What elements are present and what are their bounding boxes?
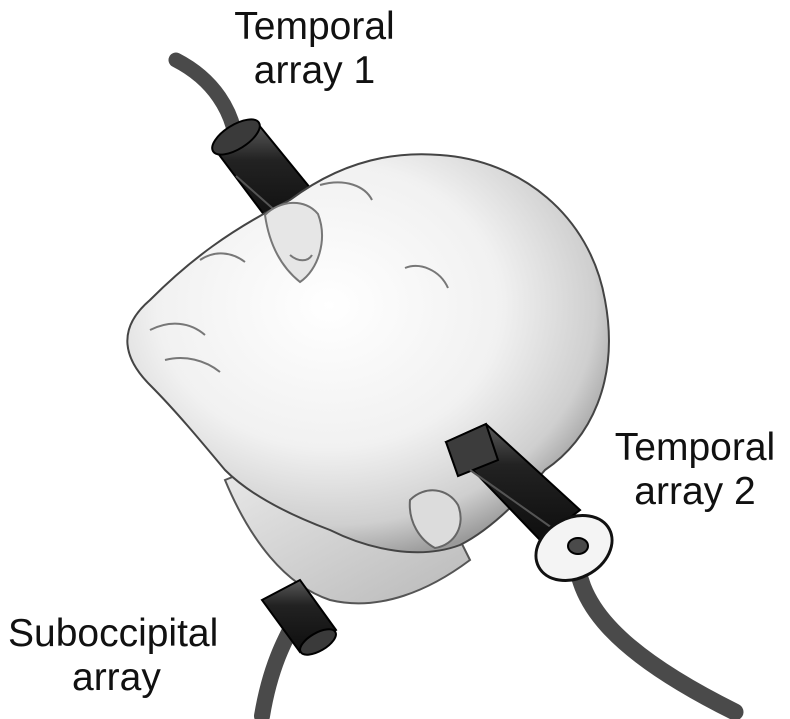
suboccipital-array-label-line2: array: [8, 656, 258, 700]
temporal-array-1-label-line2: array 1: [222, 49, 407, 93]
temporal-array-2-cable: [576, 548, 735, 712]
suboccipital-array-label: Suboccipital array: [8, 612, 258, 700]
temporal-array-1-label: Temporal array 1: [222, 5, 407, 93]
temporal-array-1-label-line1: Temporal: [222, 5, 407, 49]
temporal-array-2-label-line2: array 2: [605, 470, 785, 514]
temporal-array-2-label-line1: Temporal: [605, 426, 785, 470]
temporal-array-2-label: Temporal array 2: [605, 426, 785, 514]
suboccipital-array-label-line1: Suboccipital: [8, 612, 258, 656]
